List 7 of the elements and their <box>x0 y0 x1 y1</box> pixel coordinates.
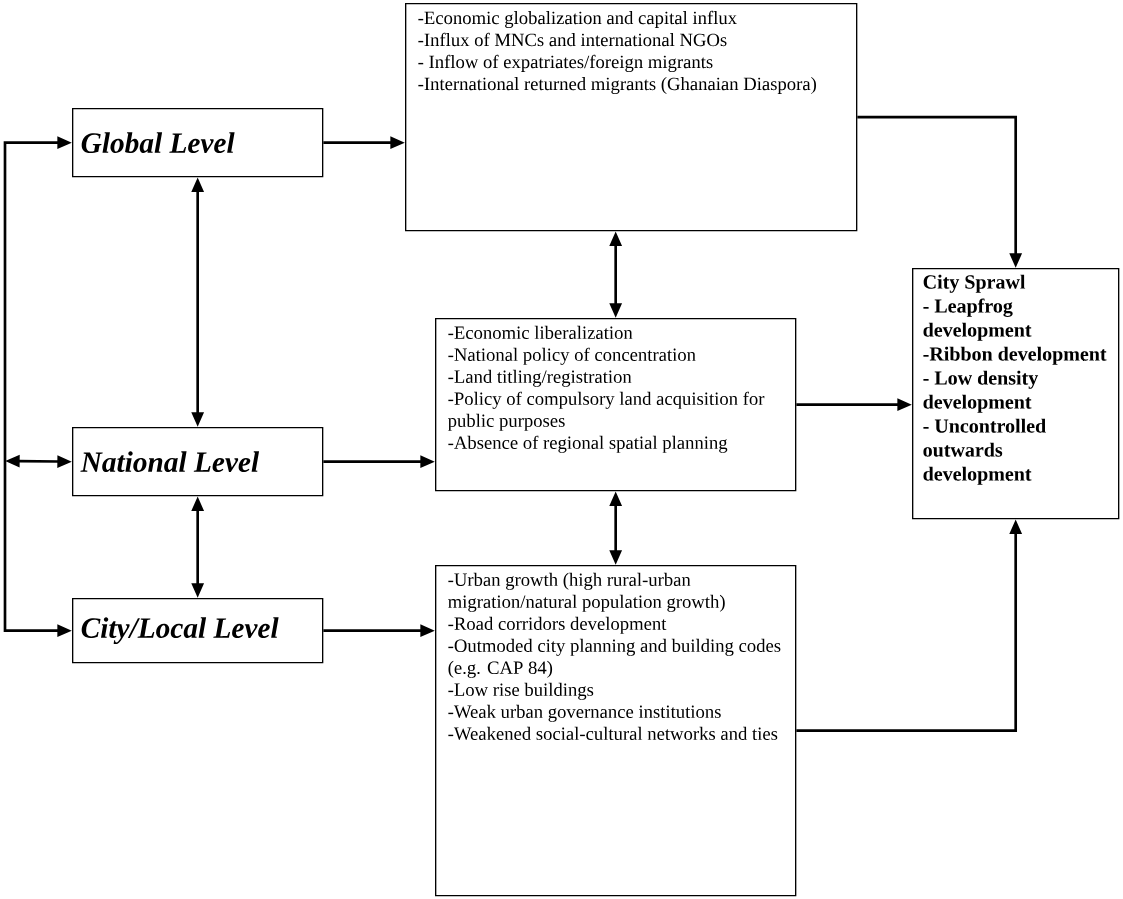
level-box: National Level <box>72 427 324 497</box>
level-box: Global Level <box>72 108 324 178</box>
factor-box: -Economic liberalization -National policy of concentration -Land titling/registration -Policy of compulsory land acquisition for public purposes -Absence of regional spatial planning <box>435 318 797 492</box>
factor-box: -Economic globalization and capital influx -Influx of MNCs and international NGOs - Inflow of expatriates/foreign migrants -International returned migrants (Ghanaian Diaspora) <box>405 3 858 232</box>
outcome-box: City Sprawl - Leapfrog development -Ribbon development - Low density development - Uncontrolled outwards development <box>912 268 1120 520</box>
factor-box: -Urban growth (high rural-urban migration/natural population growth) -Road corridors development -Outmoded city planning and building codes (e.g. CAP 84) -Low rise buildings -Weak urban governance institutions -Weakened social-cultural networks and ties <box>435 565 797 897</box>
level-box: City/Local Level <box>72 598 324 664</box>
